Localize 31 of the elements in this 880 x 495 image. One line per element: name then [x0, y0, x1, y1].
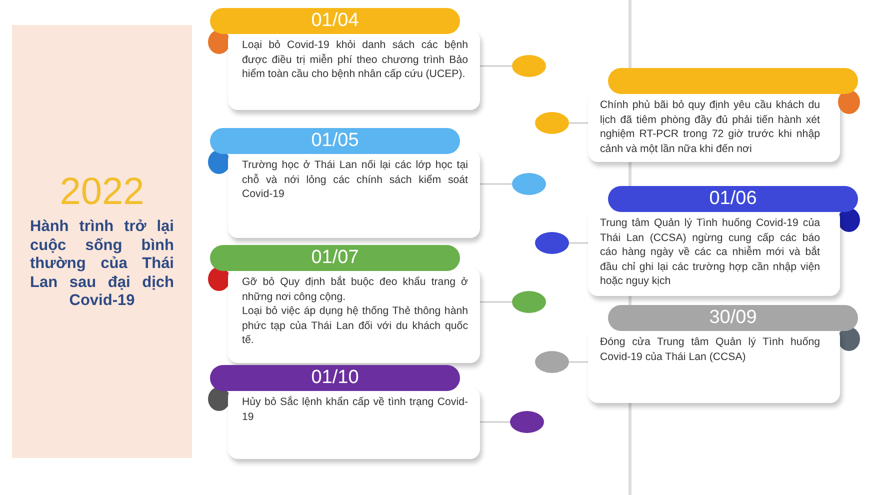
- event-text: Gỡ bỏ Quy định bắt buộc đeo khẩu trang ở những nơi công cộng.: [242, 275, 468, 304]
- event-text: Loại bỏ việc áp dụng hệ thống Thẻ thông hành phức tạp của Thái Lan đối với du khách quốc tế.: [242, 304, 468, 348]
- timeline-dot: [512, 55, 546, 77]
- year-heading: 2022: [60, 172, 144, 214]
- title-panel: [12, 25, 192, 458]
- connector-line: [480, 65, 512, 67]
- event-text: Loại bỏ Covid-19 khỏi danh sách các bệnh được điều trị miễn phí theo chương trình Bảo hiểm toàn cầu cho bệnh nhân cấp cứu (UCEP).: [242, 38, 468, 82]
- timeline-dot: [535, 232, 569, 254]
- date-banner: 01/06: [608, 186, 858, 212]
- connector-line: [569, 122, 588, 124]
- date-banner: 01/10: [210, 365, 460, 391]
- event-text: Đóng cửa Trung tâm Quản lý Tình huống Covid-19 của Thái Lan (CCSA): [600, 335, 820, 364]
- timeline-dot: [535, 351, 569, 373]
- event-text: Trung tâm Quản lý Tình huống Covid-19 của Thái Lan (CCSA) ngừng cung cấp các báo cáo hàng ngày về các ca nhiễm mới và bắt đầu chỉ ghi lại các trường hợp cần nhập viện hoặc nguy kịch: [600, 216, 820, 290]
- event-text: Trường học ở Thái Lan nối lại các lớp học tại chỗ và nới lỏng các chính sách kiểm soát Covid-19: [242, 158, 468, 202]
- timeline-dot: [510, 411, 544, 433]
- connector-line: [480, 301, 512, 303]
- event-text: Hủy bỏ Sắc lệnh khẩn cấp về tình trạng Covid-19: [242, 395, 468, 424]
- connector-line: [569, 242, 588, 244]
- date-banner: 30/09: [608, 305, 858, 331]
- timeline-dot: [512, 173, 546, 195]
- connector-line: [480, 421, 510, 423]
- date-banner: 01/04: [210, 8, 460, 34]
- title-text: Hành trình trở lại cuộc sống bình thường của Thái Lan sau đại dịch Covid-19: [30, 218, 174, 311]
- connector-line: [569, 361, 588, 363]
- date-banner: 01/07: [210, 245, 460, 271]
- timeline-dot: [512, 291, 546, 313]
- event-text: Chính phủ bãi bỏ quy định yêu cầu khách du lịch đã tiêm phòng đầy đủ phải tiến hành xét nghiệm RT-PCR trong 72 giờ trước khi nhập cảnh và một lần nữa khi đến nơi: [600, 98, 820, 156]
- timeline-dot: [535, 112, 569, 134]
- connector-line: [480, 183, 512, 185]
- date-banner: 01/05: [210, 128, 460, 154]
